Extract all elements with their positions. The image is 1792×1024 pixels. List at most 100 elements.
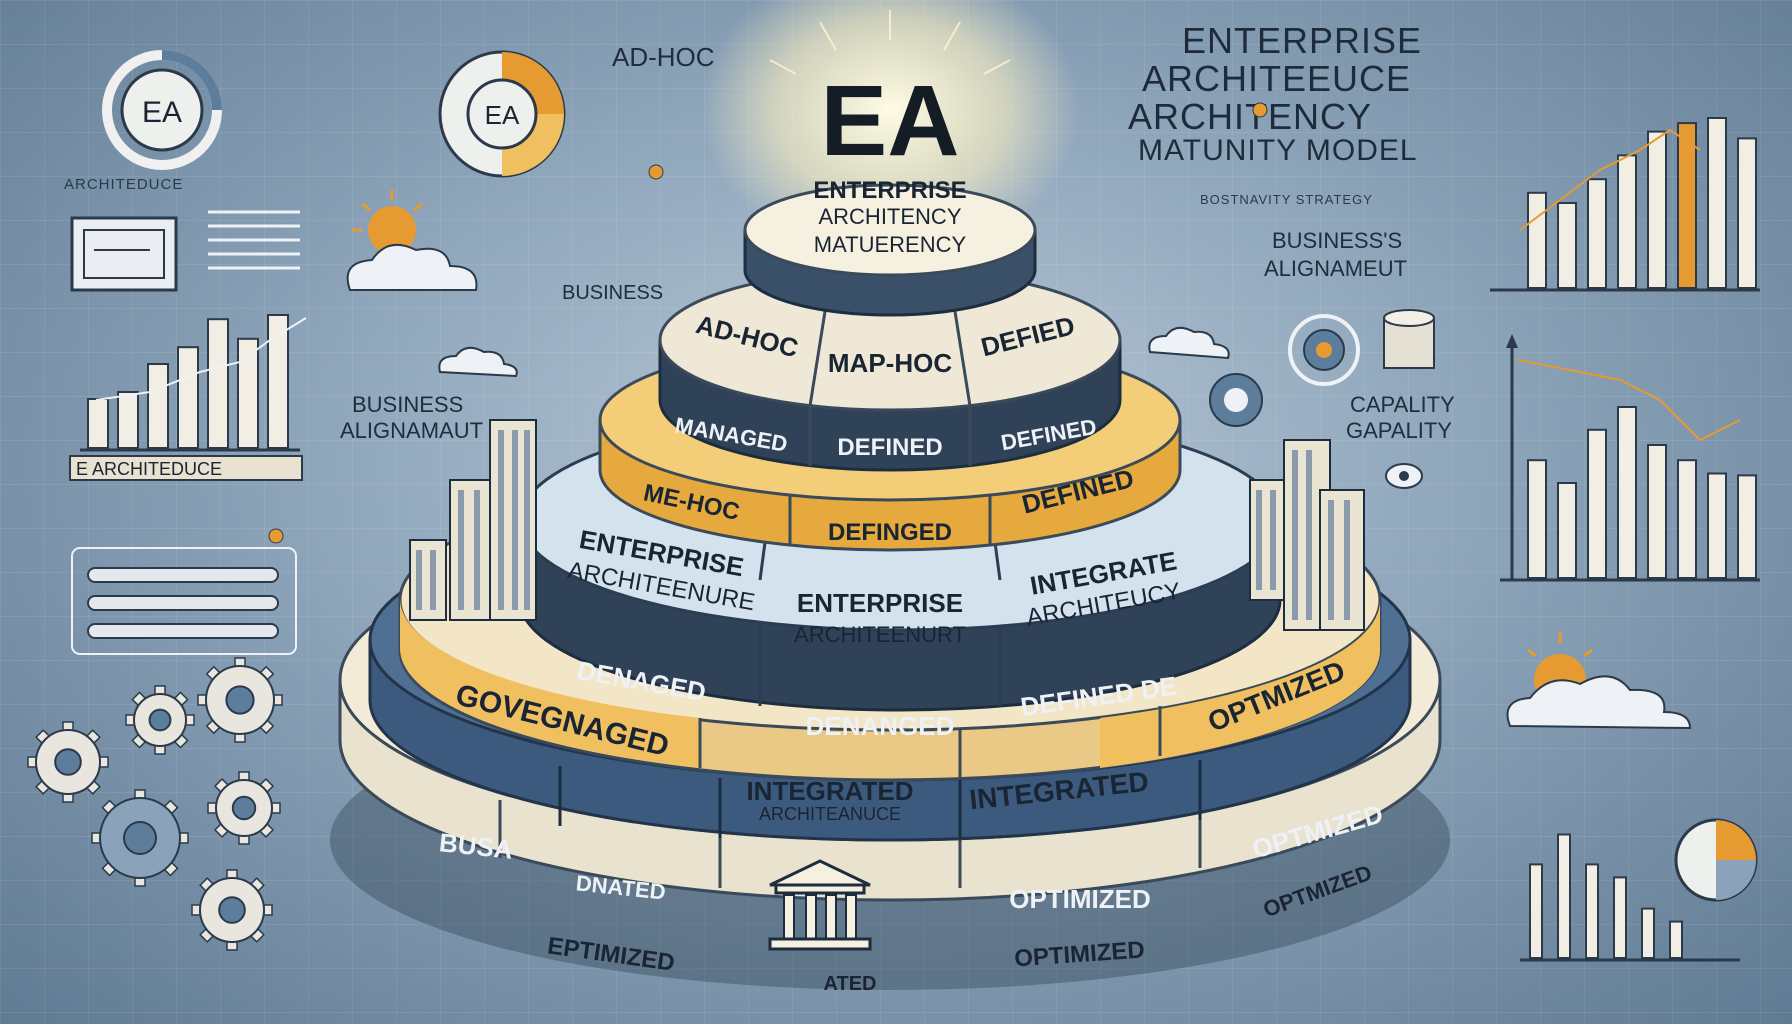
gear-icon-4 xyxy=(91,789,189,887)
eye-icon xyxy=(1385,463,1423,489)
gear-icon-2 xyxy=(125,685,195,755)
right-mid-bar-5 xyxy=(1647,444,1667,579)
right-buildings-icon xyxy=(1249,439,1365,631)
tier2-face-2: DEFINED xyxy=(837,434,942,461)
right-bottom-bar-2 xyxy=(1557,833,1571,959)
right-top-bar-chart xyxy=(1490,117,1760,292)
capability-label-1: CAPALITY xyxy=(1350,392,1455,417)
slider-list-icon xyxy=(71,547,297,655)
tier5-gold-segment xyxy=(400,600,700,768)
right-mid-bar-8 xyxy=(1737,474,1757,579)
right-top-bar-7 xyxy=(1707,117,1727,289)
left-mid-bar-6 xyxy=(237,337,259,449)
document-icon xyxy=(70,216,178,292)
strategy-label: BOSTNAVITY STRATEGY xyxy=(1200,192,1373,207)
right-mid-trend-line xyxy=(1517,359,1741,442)
right-top-bar-8 xyxy=(1737,137,1757,289)
right-alignment-label-1: BUSINESS'S xyxy=(1272,228,1403,253)
right-top-bar-4 xyxy=(1617,154,1637,289)
ea-badge-text: EA xyxy=(142,96,182,129)
pie-badge-icon xyxy=(438,50,566,178)
left-mid-bar-5 xyxy=(207,318,229,450)
gears-icon xyxy=(27,657,283,951)
right-title-line-2: ARCHITEEUCE xyxy=(1142,58,1412,99)
tier2-label-2: MAP-HOC xyxy=(828,348,952,378)
maturity-pyramid: EA ENTERPRISE ARCHITENCY MATUERENCY AD-H… xyxy=(330,65,1450,995)
right-top-bar-5 xyxy=(1647,130,1667,289)
right-bottom-bar-4 xyxy=(1613,876,1627,960)
left-mid-bar-chart xyxy=(80,314,307,452)
left-mid-bar-1 xyxy=(87,398,109,449)
adhoc-label: AD-HOC xyxy=(612,42,715,72)
right-mid-bar-7 xyxy=(1707,472,1727,579)
tier3-dividers xyxy=(788,496,992,546)
center-business-label: BUSINESS xyxy=(562,282,664,304)
right-alignment-label-2: ALIGNAMEUT xyxy=(1264,256,1408,281)
cylinder-icon xyxy=(1383,309,1435,369)
left-business-label-2: ALIGNAMAUT xyxy=(340,418,484,443)
bank-building-icon xyxy=(768,859,872,951)
right-title-line-1: ENTERPRISE xyxy=(1182,20,1423,61)
gear-icon-1 xyxy=(27,721,109,803)
pie-badge-text: EA xyxy=(485,100,520,130)
right-bottom-bar-5 xyxy=(1641,907,1655,959)
top-label-1: ENTERPRISE xyxy=(813,177,966,204)
top-disk-top xyxy=(743,183,1037,277)
right-mid-bar-6 xyxy=(1677,459,1697,580)
right-mid-bar-chart xyxy=(1500,334,1760,582)
right-title-line-3: ARCHITENCY xyxy=(1128,96,1373,137)
capability-label-2: GAPALITY xyxy=(1346,418,1452,443)
top-label-3: MATUERENCY xyxy=(814,232,967,257)
right-top-bar-1 xyxy=(1527,191,1547,289)
right-top-trend-line xyxy=(1519,128,1701,231)
right-mid-bar-1 xyxy=(1527,459,1547,580)
top-label-2: ARCHITENCY xyxy=(818,204,961,229)
right-top-bar-2 xyxy=(1557,202,1577,289)
text-lines-icon xyxy=(208,210,300,270)
ea-badge-caption: ARCHITEDUCE xyxy=(64,176,184,193)
left-business-label-1: BUSINESS xyxy=(352,392,464,417)
right-bottom-bar-6 xyxy=(1669,920,1683,959)
left-mid-trend-line xyxy=(95,317,307,401)
tier6-face-3: OPTIMIZED xyxy=(1009,884,1151,914)
right-sun-cloud-icon xyxy=(1506,632,1692,730)
right-bottom-bar-3 xyxy=(1585,863,1599,960)
right-bottom-bar-chart xyxy=(1520,833,1740,962)
right-top-bar-3 xyxy=(1587,178,1607,289)
gauge-icon xyxy=(1209,373,1263,427)
right-mid-bar-2 xyxy=(1557,482,1577,579)
gear-icon-6 xyxy=(191,869,273,951)
apex-title: EA xyxy=(821,65,960,177)
ea-badge-icon xyxy=(102,50,222,170)
left-mid-bar-2 xyxy=(117,391,139,449)
right-mid-bar-3 xyxy=(1587,428,1607,579)
tier5-sublabel: ARCHITEANUCE xyxy=(759,804,901,824)
right-cloud-icon xyxy=(1148,326,1230,360)
apex-rays xyxy=(769,10,1011,75)
tier5-label-2: INTEGRATED xyxy=(746,776,913,806)
gear-icon-5 xyxy=(207,771,281,845)
right-top-bar-6 xyxy=(1677,122,1697,289)
left-mid-bar-4 xyxy=(177,346,199,450)
left-mid-bar-3 xyxy=(147,363,169,449)
gear-icon-3 xyxy=(197,657,283,743)
tier4-face-2: DENANGED xyxy=(806,711,955,741)
banner-text: E ARCHITEDUCE xyxy=(76,459,222,479)
right-pie-icon xyxy=(1674,818,1758,902)
small-cloud-icon xyxy=(438,346,518,378)
tier7-label-2: ATED xyxy=(824,973,877,995)
right-title-line-4: MATUNITY MODEL xyxy=(1138,134,1418,167)
right-bottom-bar-1 xyxy=(1529,863,1543,960)
sun-cloud-icon xyxy=(346,190,478,291)
left-buildings-icon xyxy=(409,419,537,621)
tier5-gold-segment-right xyxy=(1100,600,1381,768)
left-mid-bar-7 xyxy=(267,314,289,449)
banner xyxy=(69,455,303,481)
target-icon xyxy=(1288,314,1360,386)
tier4-label-2a: ENTERPRISE xyxy=(797,588,963,618)
decorative-dots xyxy=(268,102,1268,544)
tier4-label-2b: ARCHITEENURT xyxy=(794,622,966,647)
tier5-dividers xyxy=(698,706,1162,778)
